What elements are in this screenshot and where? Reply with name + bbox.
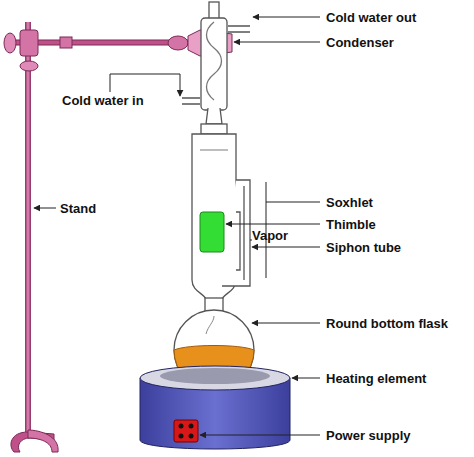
part-label: Siphon tube [326,240,401,255]
leader-lines [34,17,320,435]
stand [11,22,58,452]
part-label: Cold water out [326,10,416,25]
part-label: Condenser [326,35,394,50]
part-label: Soxhlet [326,195,373,210]
clamp [4,30,232,71]
condenser [182,2,250,124]
part-label: Thimble [326,217,376,232]
power-supply [174,420,198,442]
thimble [200,212,224,252]
part-label: Power supply [326,428,411,443]
soxhlet-extractor [192,124,250,300]
part-label: Round bottom flask [326,316,448,331]
part-label: Cold water in [62,93,144,108]
heating-element [140,366,290,449]
part-label: Heating element [326,371,426,386]
part-label: Stand [60,201,96,216]
part-label: Vapor [252,228,288,243]
